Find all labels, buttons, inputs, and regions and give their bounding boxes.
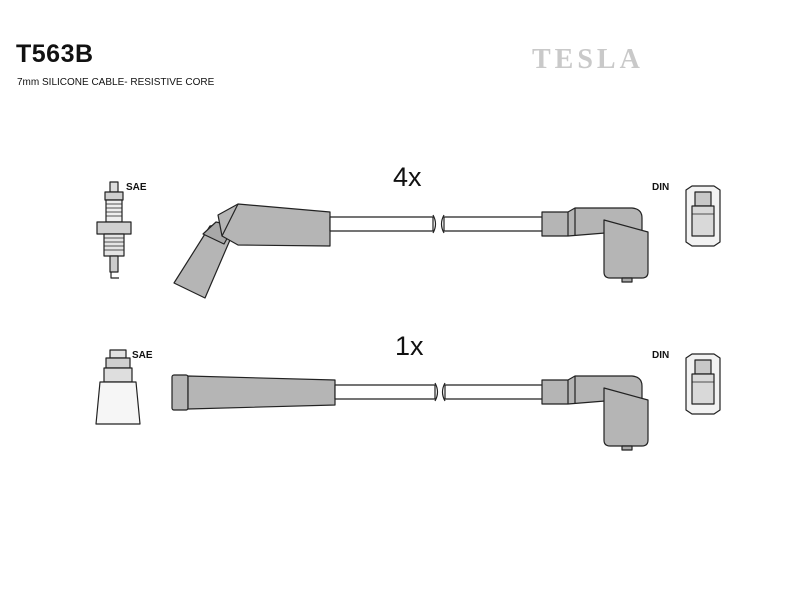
brand-logo: TESLA <box>532 44 644 75</box>
din-terminal-icon <box>685 185 721 247</box>
cable-row2 <box>334 382 545 402</box>
row2-right-label: DIN <box>652 350 670 361</box>
cable-row1 <box>329 214 545 234</box>
angled-boot-right-row2 <box>541 375 649 451</box>
row1-quantity: 4x <box>393 162 422 192</box>
part-code: T563B <box>16 40 94 68</box>
plug-terminal-icon <box>95 349 141 425</box>
row2-left-label: SAE <box>132 350 153 361</box>
din-terminal-icon-row2 <box>685 353 721 415</box>
cable-description: 7mm SILICONE CABLE- RESISTIVE CORE <box>17 77 215 88</box>
spark-plug-icon <box>96 181 132 279</box>
row1-right-label: DIN <box>652 182 670 193</box>
straight-boot-left <box>171 374 336 411</box>
row2-quantity: 1x <box>395 331 424 361</box>
row1-left-label: SAE <box>126 182 147 193</box>
angled-boot-left <box>173 203 331 299</box>
angled-boot-right <box>541 207 649 283</box>
